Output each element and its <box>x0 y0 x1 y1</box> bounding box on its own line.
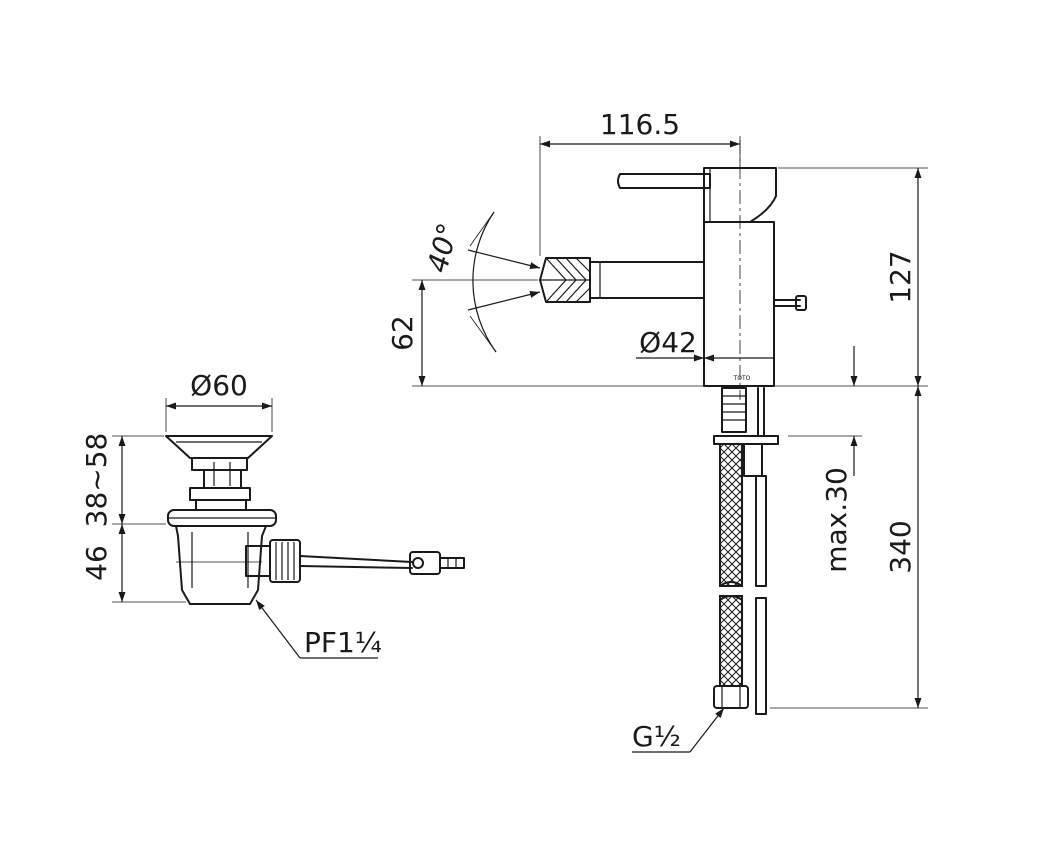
deck-thickness-label: max.30 <box>820 467 853 573</box>
waste-thread-label: PF1¼ <box>304 626 382 659</box>
waste-fitting <box>165 435 465 605</box>
faucet-dimensions: 116.5 127 340 max.30 62 Ø42 40° <box>386 108 928 753</box>
waste-range-label: 38~58 <box>80 433 113 528</box>
hose-length-label: 340 <box>884 520 917 573</box>
brand-logo: TOTO <box>733 375 751 382</box>
waste-dimensions: Ø60 38~58 46 PF1¼ <box>80 369 382 659</box>
hose-thread-label: G½ <box>632 720 681 753</box>
spout-reach-label: 116.5 <box>600 108 680 141</box>
mounting-parts <box>713 387 779 715</box>
spout-height-label: 62 <box>386 315 419 351</box>
total-height-label: 127 <box>884 250 917 303</box>
waste-diameter-label: Ø60 <box>190 369 248 402</box>
waste-lower-label: 46 <box>80 545 113 581</box>
body-diameter-label: Ø42 <box>639 326 697 359</box>
angle-label: 40° <box>421 220 465 276</box>
faucet-body: TOTO <box>539 140 807 400</box>
